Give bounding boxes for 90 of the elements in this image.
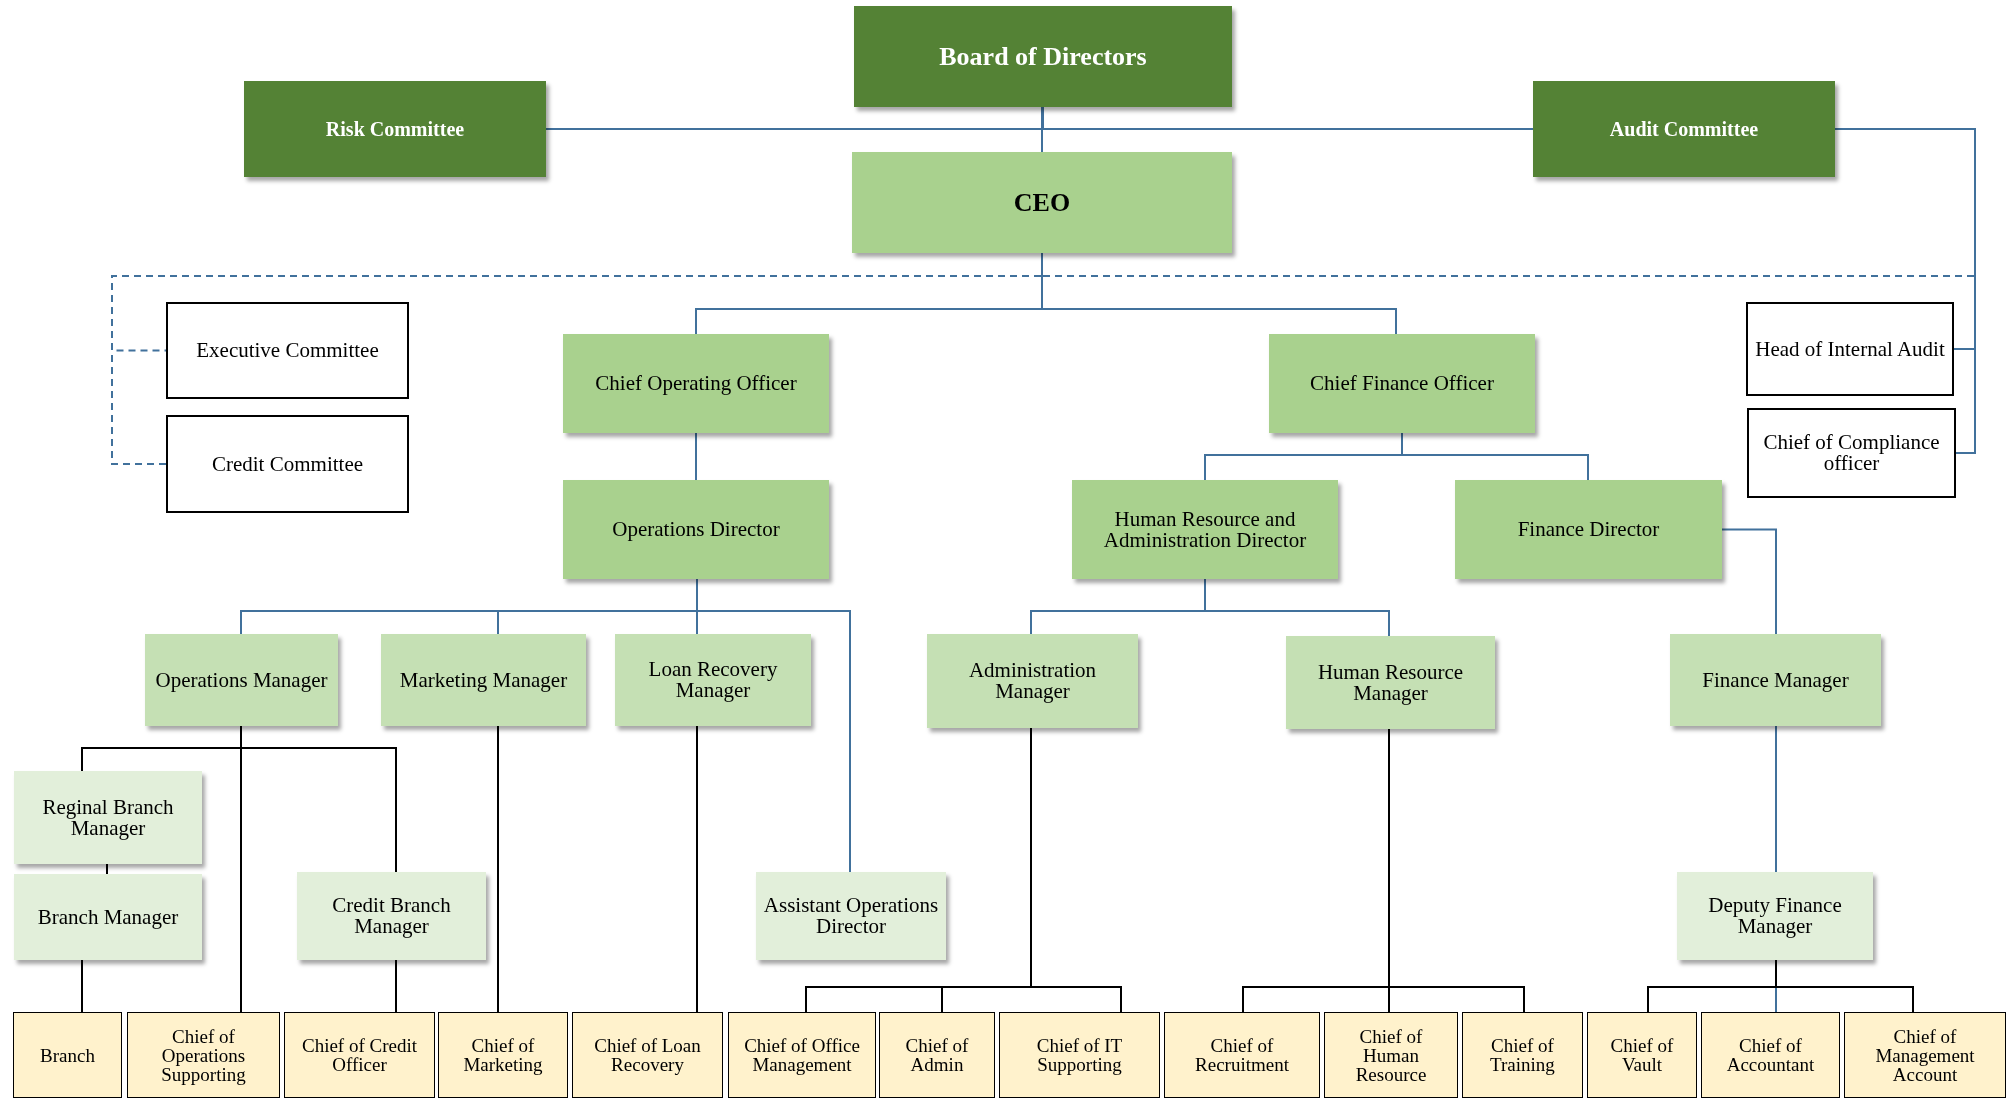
role-title: Human Resource and Administration Director	[1102, 508, 1308, 551]
role-title: Chief of Management Account	[1874, 1026, 1976, 1084]
role-title: Loan Recovery Manager	[647, 659, 779, 701]
position-box	[999, 1012, 1160, 1098]
position-box	[854, 6, 1232, 107]
role-title: Chief of Office Management	[743, 1036, 861, 1074]
position-box	[1670, 634, 1881, 726]
position-box	[1587, 1012, 1697, 1098]
connector-line	[1030, 727, 1122, 1013]
position-box	[728, 1012, 876, 1098]
role-title: Board of Directors	[939, 43, 1147, 70]
position-box	[563, 334, 829, 433]
position-box	[1286, 636, 1495, 729]
connector-line	[695, 432, 697, 481]
position-box	[438, 1012, 568, 1098]
connector-line	[1204, 578, 1390, 637]
role-title: Chief of Compliance officer	[1762, 432, 1941, 474]
role-title: Deputy Finance Manager	[1707, 895, 1843, 937]
position-box	[284, 1012, 435, 1098]
position-box	[145, 634, 338, 726]
position-box	[381, 634, 586, 726]
position-box	[563, 480, 829, 579]
connector-line	[81, 959, 83, 1013]
position-box	[852, 152, 1232, 253]
role-title: Reginal Branch Manager	[41, 796, 175, 839]
role-title: Chief of Training	[1489, 1036, 1556, 1074]
role-title: Chief Finance Officer	[1310, 373, 1494, 394]
position-box	[166, 302, 409, 399]
position-box	[756, 872, 946, 960]
role-title: Chief of Accountant	[1725, 1036, 1816, 1074]
role-title: Assistant Operations Director	[762, 895, 940, 937]
role-title: Chief of Credit Officer	[301, 1036, 418, 1074]
connector-line	[1401, 432, 1589, 481]
position-box	[13, 1012, 122, 1098]
role-title: Marketing Manager	[399, 669, 568, 691]
position-box	[927, 634, 1138, 728]
role-title: Chief of Admin	[904, 1036, 970, 1074]
connector-line	[696, 725, 698, 1013]
position-box	[1747, 408, 1956, 498]
connector-line	[240, 725, 397, 873]
role-title: Operations Director	[612, 519, 780, 540]
role-title: Chief of Marketing	[462, 1036, 544, 1074]
position-box	[1746, 302, 1954, 396]
position-box	[1164, 1012, 1320, 1098]
position-box	[14, 874, 202, 960]
role-title: Human Resource Manager	[1316, 661, 1465, 704]
position-box	[615, 634, 811, 726]
role-title: Chief Operating Officer	[595, 373, 797, 394]
role-title: Finance Director	[1517, 519, 1660, 540]
connector-line	[1041, 106, 1043, 153]
connector-line	[1775, 725, 1777, 873]
position-box	[1677, 872, 1873, 960]
position-box	[1269, 334, 1535, 433]
position-box	[1701, 1012, 1840, 1098]
position-box	[244, 81, 546, 177]
role-title: Chief of Operations Supporting	[160, 1026, 247, 1084]
role-title: Chief of IT Supporting	[1035, 1036, 1124, 1074]
role-title: Credit Branch Manager	[331, 895, 452, 937]
position-box	[297, 872, 486, 960]
position-box	[1533, 81, 1835, 177]
connector-line	[395, 959, 397, 1013]
role-title: Audit Committee	[1609, 119, 1759, 139]
position-box	[14, 771, 202, 864]
role-title: Risk Committee	[325, 119, 465, 139]
position-box	[127, 1012, 280, 1098]
role-title: Head of Internal Audit	[1755, 338, 1945, 360]
position-box	[1844, 1012, 2006, 1098]
role-title: Branch Manager	[37, 906, 179, 928]
role-title: Administration Manager	[967, 660, 1098, 702]
role-title: Chief of Human Resource	[1354, 1026, 1428, 1084]
connector-line	[497, 725, 499, 1013]
position-box	[1072, 480, 1338, 579]
role-title: Executive Committee	[196, 340, 379, 361]
position-box	[879, 1012, 995, 1098]
role-title: Finance Manager	[1702, 669, 1849, 691]
connector-line	[1775, 959, 1914, 1013]
position-box	[1324, 1012, 1458, 1098]
role-title: Branch	[40, 1045, 95, 1065]
connector-line	[1721, 528, 1777, 635]
position-box	[572, 1012, 723, 1098]
role-title: Chief of Vault	[1609, 1036, 1675, 1074]
role-title: CEO	[1013, 189, 1071, 216]
role-title: Credit Committee	[211, 453, 364, 475]
role-title: Operations Manager	[155, 669, 328, 691]
position-box	[1455, 480, 1722, 579]
role-title: Chief of Recruitment	[1194, 1036, 1290, 1074]
position-box	[166, 415, 409, 513]
position-box	[1462, 1012, 1583, 1098]
role-title: Chief of Loan Recovery	[593, 1036, 702, 1074]
connector-line	[106, 863, 108, 875]
